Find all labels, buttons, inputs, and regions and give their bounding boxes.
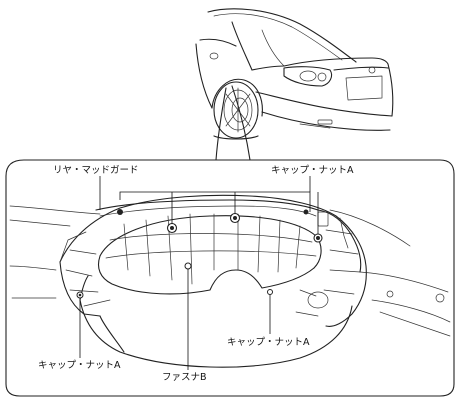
label-cap-nut-a-top: キャップ・ナットA <box>271 165 354 176</box>
cap-nut-marker-4 <box>303 209 309 215</box>
label-fastener-b: ファスナB <box>162 372 207 383</box>
fastener-b-marker <box>184 262 192 270</box>
label-cap-nut-a-right: キャップ・ナットA <box>227 337 310 348</box>
label-rear-mudguard: リヤ・マッドガード <box>53 165 139 176</box>
leader-lines <box>79 176 319 370</box>
cap-nut-marker-1 <box>117 209 123 215</box>
car-illustration <box>195 8 394 140</box>
callout-frame <box>5 159 455 397</box>
cap-nut-marker-7 <box>267 289 273 295</box>
label-cap-nut-a-left: キャップ・ナットA <box>38 360 121 371</box>
fastener-points <box>76 209 323 299</box>
callout-leader <box>215 85 251 161</box>
